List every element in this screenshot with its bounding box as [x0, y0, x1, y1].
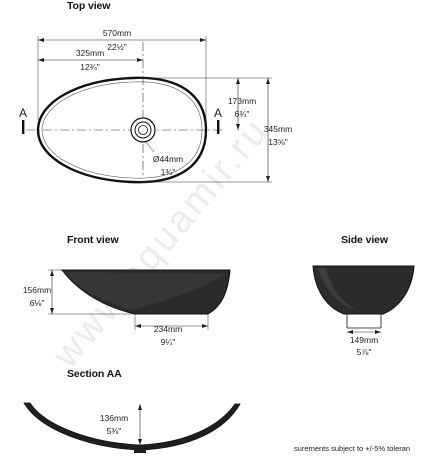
front-view-heading: Front view	[67, 234, 119, 246]
section-marker-right-label: A	[214, 106, 222, 120]
drain-middle	[134, 121, 152, 139]
arrow-front-base-right	[202, 324, 208, 328]
section-marker-left-bar	[22, 120, 25, 134]
dim-half-width-in: 6¾"	[235, 109, 250, 119]
dim-drain-offset-mm: 325mm	[76, 48, 104, 58]
dim-front-height-in: 6⅛"	[30, 298, 45, 308]
arrow-side-base-left	[347, 330, 353, 334]
dim-front-base-in: 9¼"	[161, 337, 176, 347]
dim-section-depth-mm: 136mm	[100, 413, 128, 423]
drain-leader	[145, 141, 155, 153]
dim-drain-diameter-mm: Ø44mm	[153, 154, 183, 164]
dim-overall-length-in: 22½"	[107, 42, 127, 52]
side-view-heading: Side view	[341, 234, 388, 246]
front-view-highlight	[64, 272, 226, 310]
top-view-drawing	[22, 36, 272, 184]
arrow-section-depth-top	[138, 404, 142, 410]
drain-inner	[138, 125, 148, 135]
dim-overall-length-mm: 570mm	[103, 28, 131, 38]
dim-drain-diameter-in: 1¾"	[161, 167, 176, 177]
section-aa-drawing	[23, 402, 241, 453]
front-view-drawing	[48, 269, 231, 330]
dim-half-width-mm: 173mm	[228, 96, 256, 106]
arrow-overall-width-bottom	[266, 176, 270, 182]
dim-side-base-mm: 149mm	[350, 335, 378, 345]
section-aa-heading: Section AA	[67, 368, 122, 380]
dim-overall-width-in: 13⅝"	[268, 137, 288, 147]
arrow-half-width-bottom	[236, 124, 240, 130]
arrow-overall-length-right	[200, 38, 206, 42]
side-view-highlight	[318, 268, 356, 310]
dim-section-depth-in: 5⅜"	[107, 426, 122, 436]
arrow-overall-length-left	[38, 38, 44, 42]
arrow-front-height-bottom	[50, 308, 54, 314]
arrow-drain-offset-left	[38, 58, 44, 62]
dim-front-base-mm: 234mm	[154, 324, 182, 334]
arrow-overall-width-top	[266, 78, 270, 84]
arrow-side-base-right	[375, 330, 381, 334]
dim-front-height-mm: 156mm	[23, 285, 51, 295]
arrow-section-depth-bottom	[138, 439, 142, 445]
top-view-basin-outline	[36, 76, 208, 184]
section-aa-shell	[23, 402, 241, 451]
top-view-heading: Top view	[67, 0, 111, 12]
section-marker-left-label: A	[19, 106, 27, 120]
arrow-front-height-top	[50, 270, 54, 276]
section-marker-right-bar	[217, 120, 220, 134]
tolerance-footnote: surements subject to +/-5% toleran	[294, 444, 411, 453]
side-view-drawing	[312, 265, 415, 334]
section-aa-drain	[134, 446, 146, 453]
dim-overall-width-mm: 345mm	[264, 124, 292, 134]
arrow-front-base-left	[135, 324, 141, 328]
arrow-half-width-top	[236, 78, 240, 84]
arrow-drain-offset-right	[137, 58, 143, 62]
dim-side-base-in: 5⅞"	[357, 347, 372, 357]
dim-drain-offset-in: 12¾"	[80, 62, 100, 72]
side-view-basin-body	[312, 265, 415, 315]
